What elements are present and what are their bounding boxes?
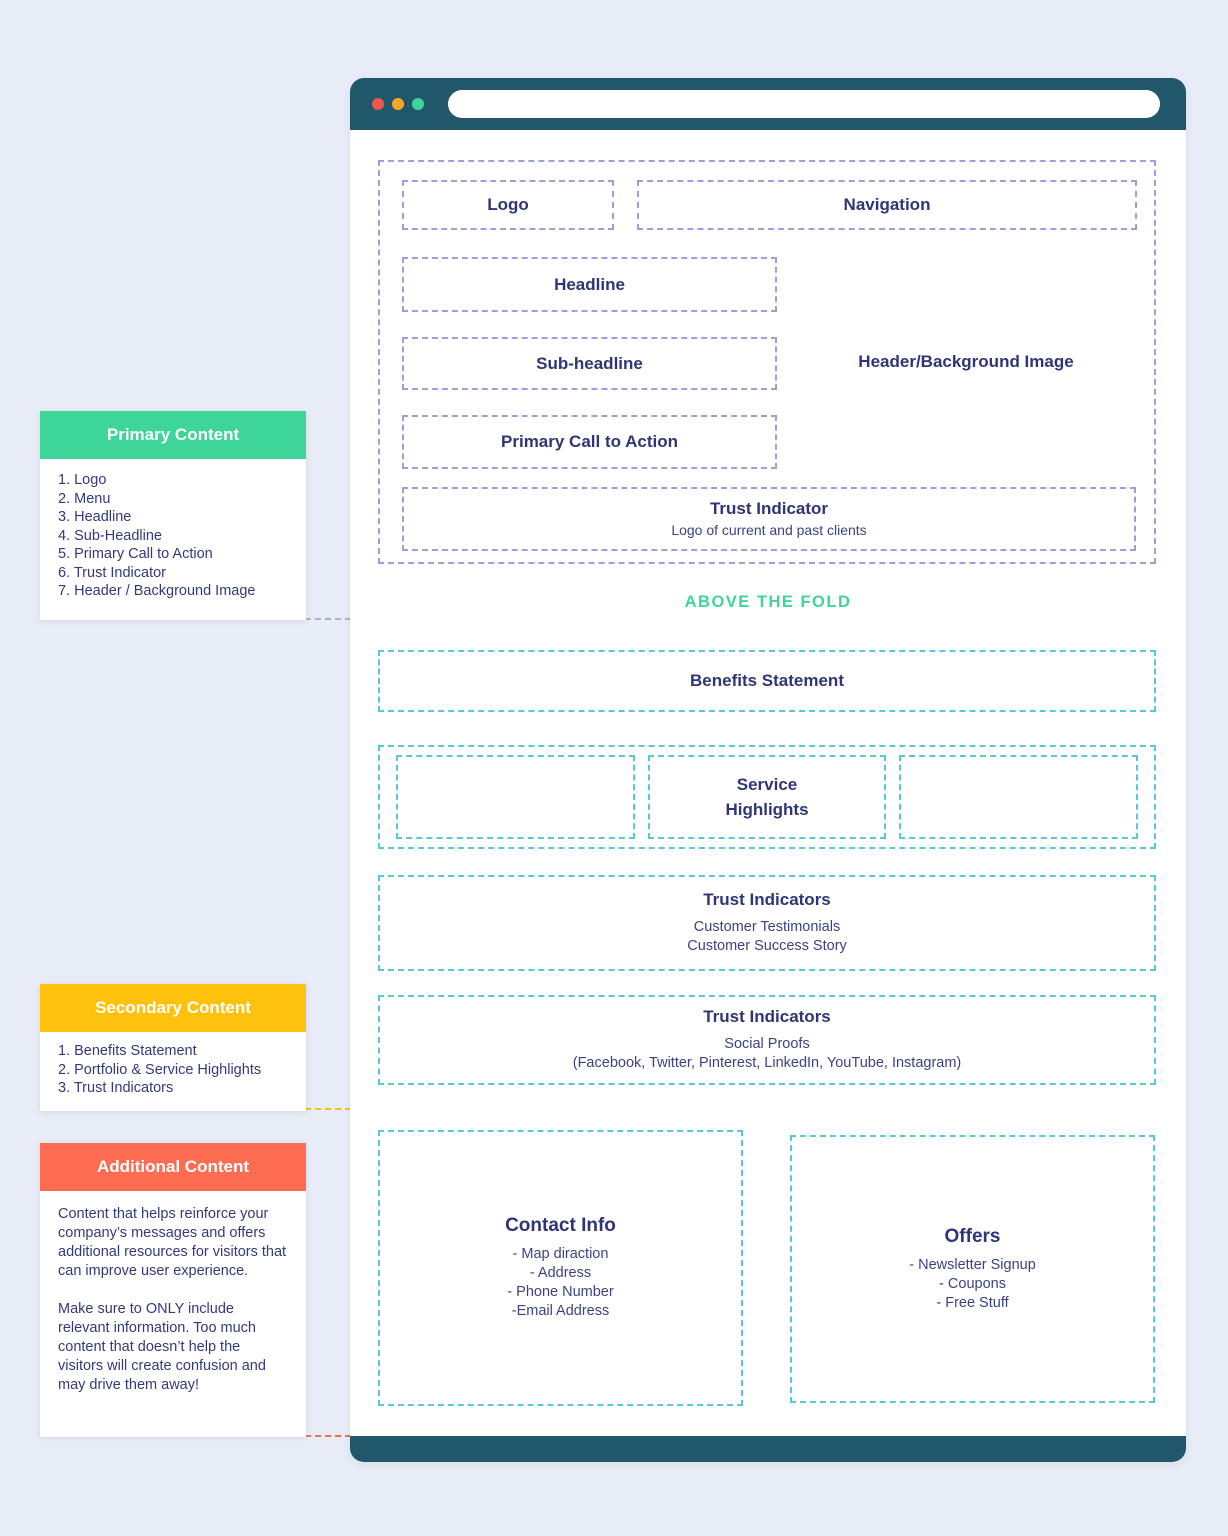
fold-separator-line — [305, 618, 351, 620]
detail-line: - Newsletter Signup — [909, 1256, 1036, 1273]
window-control-red-icon — [372, 98, 384, 110]
primary-cta-label: Primary Call to Action — [501, 432, 678, 451]
primary-content-card: Primary Content 1. Logo 2. Menu 3. Headl… — [40, 411, 306, 620]
service-highlights-region: Service Highlights — [378, 745, 1156, 849]
browser-bottom-bar — [350, 1436, 1186, 1462]
logo-label: Logo — [487, 195, 529, 214]
additional-separator-line — [305, 1435, 351, 1437]
detail-line: Social Proofs — [724, 1036, 810, 1052]
detail-line: - Coupons — [939, 1275, 1006, 1292]
logo-box: Logo — [402, 180, 614, 230]
subheadline-label: Sub-headline — [536, 353, 643, 373]
list-item: 6. Trust Indicator — [58, 564, 166, 581]
portfolio-box — [899, 755, 1139, 839]
list-item: 5. Primary Call to Action — [58, 546, 213, 562]
list-item: 2. Menu — [58, 490, 111, 507]
header-background-image-region: Logo Navigation Headline Sub-headline He… — [378, 160, 1156, 564]
navigation-box: Navigation — [637, 180, 1137, 230]
trust-indicators-title: Trust Indicators — [703, 1007, 831, 1026]
offers-lines: - Newsletter Signup - Coupons - Free Stu… — [909, 1256, 1036, 1313]
trust-indicators-detail: Customer Testimonials Customer Success S… — [687, 918, 847, 956]
window-controls — [372, 98, 424, 110]
window-control-yellow-icon — [392, 98, 404, 110]
secondary-separator-line — [305, 1108, 351, 1110]
trust-indicators-detail: Social Proofs (Facebook, Twitter, Pinter… — [573, 1035, 962, 1073]
list-item: 7. Header / Background Image — [58, 583, 256, 599]
detail-line: - Map diraction — [512, 1246, 609, 1262]
detail-line: (Facebook, Twitter, Pinterest, LinkedIn,… — [572, 1055, 962, 1071]
detail-line: -Email Address — [511, 1303, 610, 1319]
list-item: 1. Logo — [58, 472, 107, 488]
detail-line: - Address — [529, 1265, 592, 1281]
portfolio-box — [396, 755, 635, 839]
secondary-content-list: 1. Benefits Statement 2. Portfolio & Ser… — [40, 1032, 306, 1111]
detail-line: Customer Success Story — [687, 938, 847, 954]
list-item: 2. Portfolio & Service Highlights — [58, 1061, 262, 1078]
window-control-green-icon — [412, 98, 424, 110]
trust-indicator-title: Trust Indicator — [709, 498, 829, 518]
trust-indicators-title: Trust Indicators — [703, 890, 831, 909]
primary-content-list: 1. Logo 2. Menu 3. Headline 4. Sub-Headl… — [40, 459, 306, 620]
trust-indicators-testimonials-box: Trust Indicators Customer Testimonials C… — [378, 875, 1156, 971]
address-bar — [448, 90, 1160, 118]
paragraph: Content that helps reinforce your compan… — [58, 1206, 287, 1279]
trust-indicator-subtitle: Logo of current and past clients — [671, 521, 867, 538]
contact-info-box: Contact Info - Map diraction - Address -… — [378, 1130, 743, 1406]
primary-cta-box: Primary Call to Action — [402, 415, 777, 469]
above-the-fold-label: ABOVE THE FOLD — [684, 593, 852, 611]
additional-content-card: Additional Content Content that helps re… — [40, 1143, 306, 1437]
benefits-statement-box: Benefits Statement — [378, 650, 1156, 712]
list-item: 1. Benefits Statement — [58, 1043, 197, 1059]
secondary-content-card: Secondary Content 1. Benefits Statement … — [40, 984, 306, 1111]
benefits-statement-label: Benefits Statement — [690, 671, 844, 690]
list-item: 4. Sub-Headline — [58, 527, 162, 544]
offers-title: Offers — [944, 1225, 1001, 1247]
contact-info-title: Contact Info — [505, 1215, 616, 1236]
trust-indicators-social-box: Trust Indicators Social Proofs (Facebook… — [378, 995, 1156, 1085]
navigation-label: Navigation — [843, 195, 931, 214]
trust-indicator-box: Trust Indicator Logo of current and past… — [402, 487, 1136, 551]
list-item: 3. Headline — [58, 509, 132, 525]
secondary-content-heading: Secondary Content — [40, 984, 306, 1032]
offers-box: Offers - Newsletter Signup - Coupons - F… — [790, 1135, 1155, 1403]
headline-box: Headline — [402, 257, 777, 312]
primary-content-heading: Primary Content — [40, 411, 306, 459]
contact-info-lines: - Map diraction - Address - Phone Number… — [507, 1245, 613, 1321]
list-item: 3. Trust Indicators — [58, 1080, 174, 1096]
browser-titlebar — [350, 78, 1186, 130]
browser-window: Logo Navigation Headline Sub-headline He… — [350, 78, 1186, 1462]
additional-content-heading: Additional Content — [40, 1143, 306, 1191]
service-highlights-box: Service Highlights — [647, 755, 887, 839]
service-highlights-label: Service Highlights — [725, 775, 809, 819]
paragraph: Make sure to ONLY include relevant infor… — [58, 1301, 266, 1393]
detail-line: - Free Stuff — [936, 1294, 1009, 1311]
detail-line: - Phone Number — [507, 1284, 614, 1300]
subheadline-box: Sub-headline — [402, 337, 777, 390]
header-image-label: Header/Background Image — [858, 352, 1074, 371]
detail-line: Customer Testimonials — [693, 919, 841, 935]
additional-content-text: Content that helps reinforce your compan… — [40, 1191, 306, 1437]
headline-label: Headline — [554, 274, 625, 294]
